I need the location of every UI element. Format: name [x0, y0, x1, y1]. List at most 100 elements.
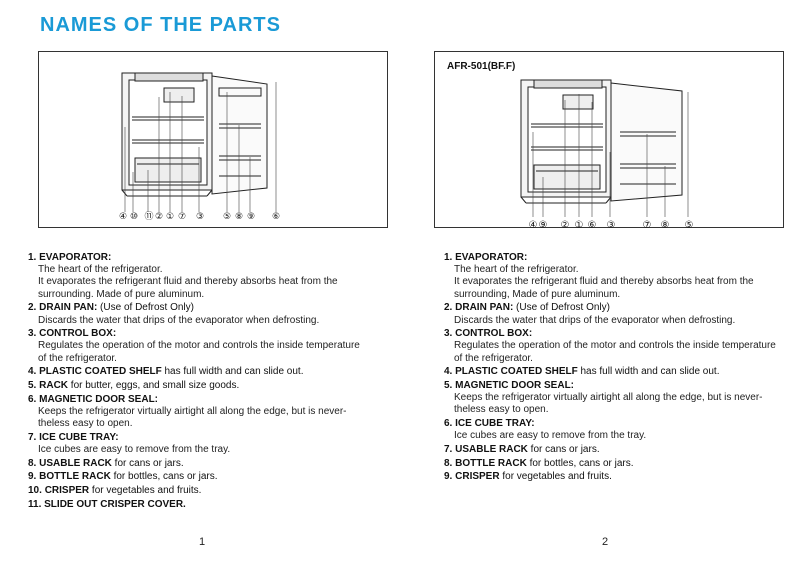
part-number: 3.	[28, 328, 37, 340]
callout-9: ⑨	[539, 220, 548, 229]
part-name: RACK	[39, 380, 69, 392]
part-inline-text: for vegetables and fruits.	[89, 485, 202, 497]
part-description-line: theless easy to open.	[38, 418, 133, 430]
part-item: 11. SLIDE OUT CRISPER COVER.	[28, 499, 368, 511]
part-name: USABLE RACK	[39, 457, 112, 469]
part-description-line: The heart of the refrigerator.	[454, 264, 579, 276]
callout-6: ⑥	[272, 212, 280, 222]
part-name: DRAIN PAN:	[39, 302, 98, 314]
part-item: 1. EVAPORATOR:The heart of the refrigera…	[444, 252, 784, 301]
part-description-line: of the refrigerator.	[38, 352, 117, 364]
callout-5: ⑤	[685, 220, 694, 229]
part-number: 9.	[28, 471, 37, 483]
part-name: CONTROL BOX:	[455, 328, 533, 340]
part-heading: 10. CRISPER for vegetables and fruits.	[28, 485, 368, 497]
part-heading: 1. EVAPORATOR:	[28, 252, 368, 264]
fridge-door	[211, 75, 268, 195]
part-item: 1. EVAPORATOR:The heart of the refrigera…	[28, 252, 368, 301]
part-number: 6.	[28, 393, 37, 405]
part-heading: 4. PLASTIC COATED SHELF has full width a…	[28, 366, 368, 378]
part-number: 11.	[28, 498, 42, 510]
part-number: 9.	[444, 471, 453, 483]
part-heading: 6. ICE CUBE TRAY:	[444, 418, 784, 430]
part-heading: 11. SLIDE OUT CRISPER COVER.	[28, 499, 368, 511]
part-heading: 2. DRAIN PAN: (Use of Defrost Only)	[444, 302, 784, 314]
part-description-line: of the refrigerator.	[454, 352, 533, 364]
callouts-right: ④ ⑨ ② ① ⑥ ③ ⑦ ⑧ ⑤	[529, 220, 694, 229]
part-number: 8.	[28, 457, 37, 469]
part-inline-text: has full width and can slide out.	[577, 366, 720, 378]
callout-8: ⑧	[235, 212, 243, 222]
part-item: 2. DRAIN PAN: (Use of Defrost Only)Disca…	[444, 302, 784, 326]
part-description-line: theless easy to open.	[454, 404, 549, 416]
part-heading: 8. BOTTLE RACK for bottles, cans or jars…	[444, 458, 784, 470]
callout-5: ⑤	[223, 212, 231, 222]
part-description-line: Discards the water that drips of the eva…	[454, 314, 736, 326]
leader-lines	[532, 92, 689, 217]
part-number: 4.	[28, 366, 37, 378]
part-heading: 6. MAGNETIC DOOR SEAL:	[28, 394, 368, 406]
part-name: DRAIN PAN:	[455, 302, 514, 314]
callout-9: ⑨	[247, 212, 255, 222]
figure-panel-right: ④ ⑨ ② ① ⑥ ③ ⑦ ⑧ ⑤ AFR-501(BF.F)	[434, 51, 784, 229]
part-item: 9. CRISPER for vegetables and fruits.	[444, 471, 784, 483]
callout-1: ①	[166, 212, 174, 222]
callout-3: ③	[607, 220, 616, 229]
part-description-line: It evaporates the refrigerant fluid and …	[454, 276, 754, 288]
part-heading: 1. EVAPORATOR:	[444, 252, 784, 264]
part-heading: 7. ICE CUBE TRAY:	[28, 432, 368, 444]
part-item: 3. CONTROL BOX:Regulates the operation o…	[444, 328, 784, 365]
part-description-line: The heart of the refrigerator.	[38, 264, 163, 276]
part-name: MAGNETIC DOOR SEAL:	[39, 393, 159, 405]
part-name: PLASTIC COATED SHELF	[39, 366, 162, 378]
part-item: 4. PLASTIC COATED SHELF has full width a…	[444, 366, 784, 378]
fridge-diagram-right: ④ ⑨ ② ① ⑥ ③ ⑦ ⑧ ⑤	[520, 79, 694, 229]
part-name: BOTTLE RACK	[39, 471, 111, 483]
part-item: 8. BOTTLE RACK for bottles, cans or jars…	[444, 458, 784, 470]
part-inline-text: for cans or jars.	[527, 444, 600, 456]
part-name: ICE CUBE TRAY:	[39, 431, 119, 443]
part-name: BOTTLE RACK	[455, 457, 527, 469]
part-inline-text: for vegetables and fruits.	[499, 471, 612, 483]
part-number: 7.	[444, 444, 453, 456]
leader-lines	[124, 82, 277, 212]
part-item: 5. RACK for butter, eggs, and small size…	[28, 380, 368, 392]
callout-6: ⑥	[588, 220, 597, 229]
part-name: MAGNETIC DOOR SEAL:	[455, 380, 575, 392]
part-number: 10.	[28, 485, 42, 497]
part-inline-text: has full width and can slide out.	[161, 366, 304, 378]
part-number: 2.	[28, 302, 37, 314]
part-item: 5. MAGNETIC DOOR SEAL:Keeps the refriger…	[444, 380, 784, 417]
part-number: 1.	[28, 252, 37, 263]
part-inline-text: (Use of Defrost Only)	[97, 302, 194, 314]
part-heading: 4. PLASTIC COATED SHELF has full width a…	[444, 366, 784, 378]
part-item: 3. CONTROL BOX:Regulates the operation o…	[28, 328, 368, 365]
callout-1: ①	[575, 220, 584, 229]
part-heading: 9. CRISPER for vegetables and fruits.	[444, 471, 784, 483]
part-number: 1.	[444, 252, 453, 263]
part-number: 5.	[28, 380, 37, 392]
part-item: 8. USABLE RACK for cans or jars.	[28, 458, 368, 470]
callouts-left: ④ ⑩ ⑪ ② ① ⑦ ③ ⑤ ⑧ ⑨ ⑥	[119, 211, 280, 222]
part-item: 7. ICE CUBE TRAY:Ice cubes are easy to r…	[28, 432, 368, 456]
part-description-line: Discards the water that drips of the eva…	[38, 314, 320, 326]
part-item: 4. PLASTIC COATED SHELF has full width a…	[28, 366, 368, 378]
callout-3: ③	[196, 212, 204, 222]
part-number: 8.	[444, 457, 453, 469]
part-description-line: It evaporates the refrigerant fluid and …	[38, 276, 338, 288]
parts-list-left: 1. EVAPORATOR:The heart of the refrigera…	[28, 252, 368, 513]
part-heading: 2. DRAIN PAN: (Use of Defrost Only)	[28, 302, 368, 314]
part-item: 10. CRISPER for vegetables and fruits.	[28, 485, 368, 497]
part-number: 4.	[444, 366, 453, 378]
part-description-line: Ice cubes are easy to remove from the tr…	[454, 430, 647, 442]
part-number: 6.	[444, 418, 453, 430]
part-item: 2. DRAIN PAN: (Use of Defrost Only)Disca…	[28, 302, 368, 326]
page-number-right: 2	[602, 536, 609, 548]
part-heading: 3. CONTROL BOX:	[28, 328, 368, 340]
part-name: CRISPER	[455, 471, 500, 483]
figure-panel-left: ④ ⑩ ⑪ ② ① ⑦ ③ ⑤ ⑧ ⑨ ⑥	[38, 51, 388, 228]
fridge-cabinet	[520, 79, 612, 204]
part-name: EVAPORATOR:	[455, 252, 528, 263]
fridge-diagram-left: ④ ⑩ ⑪ ② ① ⑦ ③ ⑤ ⑧ ⑨ ⑥	[119, 72, 280, 222]
part-description-line: surrounding, Made of pure aluminum.	[454, 288, 621, 300]
